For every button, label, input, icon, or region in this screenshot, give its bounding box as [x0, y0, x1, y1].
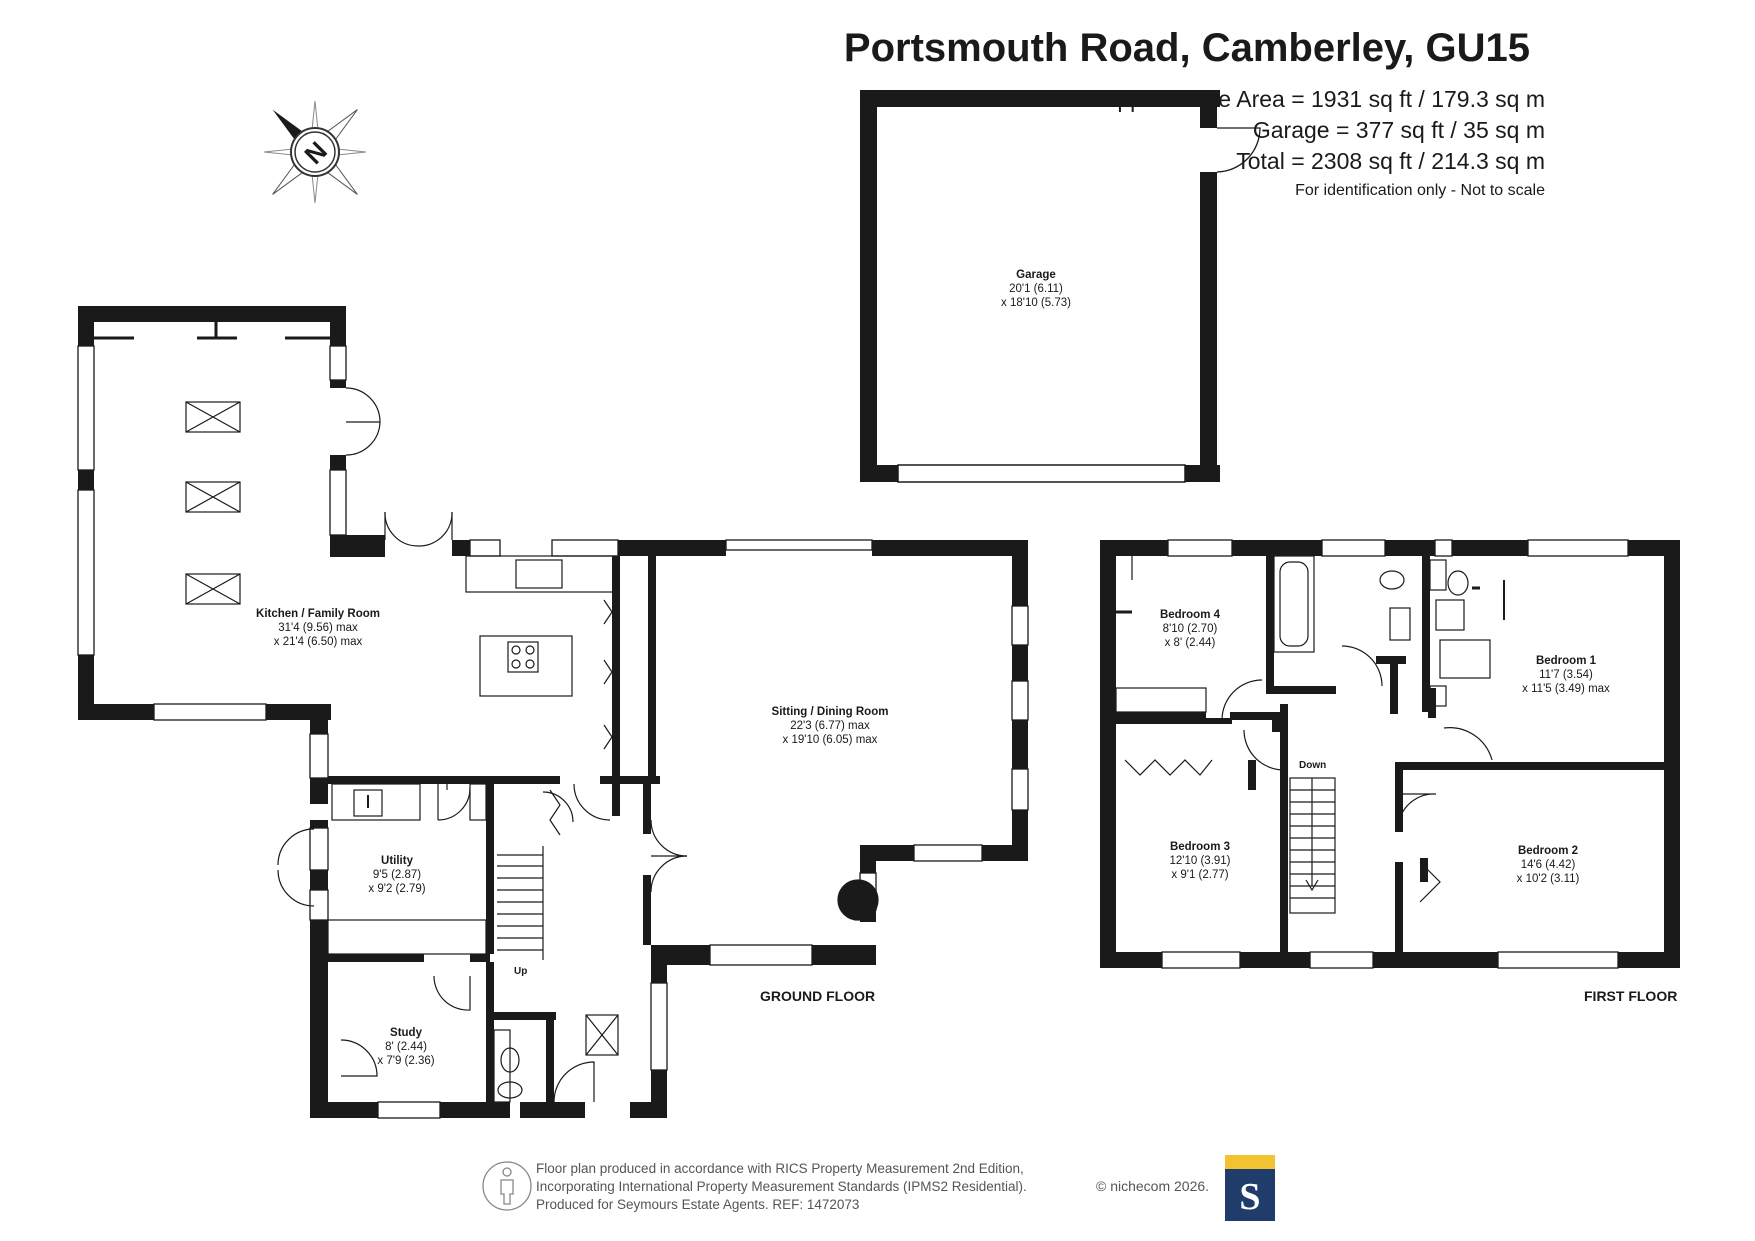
room-name: Bedroom 4	[1159, 609, 1221, 621]
disclaimer: For identification only - Not to scale	[1295, 182, 1545, 199]
room-dimension: x 8' (2.44)	[1164, 637, 1216, 649]
room-name: Bedroom 1	[1535, 655, 1597, 667]
footer-line: Produced for Seymours Estate Agents. REF…	[536, 1197, 860, 1212]
room-dimension: 22'3 (6.77) max	[790, 720, 870, 732]
total-area: Total = 2308 sq ft / 214.3 sq m	[1236, 148, 1545, 174]
ground-floor-other-fittings	[277, 776, 619, 1103]
room-label-bedroom-3: Bedroom 3 12'10 (3.91) x 9'1 (2.77)	[1169, 840, 1230, 882]
room-label-kitchen: Kitchen / Family Room 31'4 (9.56) max x …	[256, 607, 380, 649]
room-name: Study	[390, 1027, 422, 1039]
room-dimension: 8' (2.44)	[385, 1041, 427, 1053]
room-name: Sitting / Dining Room	[771, 706, 889, 718]
room-dimension: x 9'1 (2.77)	[1171, 869, 1229, 881]
garage-area: Garage = 377 sq ft / 35 sq m	[1252, 117, 1545, 143]
room-name: Bedroom 2	[1517, 845, 1579, 857]
room-label-study: Study 8' (2.44) x 7'9 (2.36)	[377, 1026, 434, 1068]
ground-floor-label: GROUND FLOOR	[760, 988, 876, 1004]
first-floor-fittings	[1115, 555, 1505, 914]
kitchen-fittings	[94, 322, 617, 750]
footer-line: Floor plan produced in accordance with R…	[536, 1161, 1024, 1176]
footer-notes: Floor plan produced in accordance with R…	[536, 1160, 1027, 1214]
nichecom-brand: © nichecom 2026.	[1096, 1178, 1210, 1194]
seymours-logo: S	[1225, 1155, 1275, 1221]
stairs-down-label: Down	[1299, 760, 1327, 771]
room-dimension: 11'7 (3.54)	[1539, 669, 1593, 681]
room-dimension: x 10'2 (3.11)	[1516, 873, 1580, 885]
ground-floor-walls	[78, 306, 1028, 1118]
logo-letter: S	[1239, 1176, 1260, 1218]
stairs-up-label: Up	[514, 966, 528, 977]
room-dimension: x 7'9 (2.36)	[377, 1055, 435, 1067]
room-dimension: x 18'10 (5.73)	[1001, 297, 1071, 309]
room-dimension: x 19'10 (6.05) max	[782, 734, 878, 746]
first-floor-label: FIRST FLOOR	[1584, 988, 1678, 1004]
room-label-utility: Utility 9'5 (2.87) x 9'2 (2.79)	[368, 854, 425, 896]
room-name: Utility	[381, 855, 413, 867]
room-dimension: 20'1 (6.11)	[1009, 283, 1063, 295]
room-name: Bedroom 3	[1169, 841, 1231, 853]
person-icon	[482, 1161, 532, 1211]
room-dimension: x 21'4 (6.50) max	[273, 636, 363, 648]
room-dimension: 8'10 (2.70)	[1162, 623, 1218, 635]
page-title: Portsmouth Road, Camberley, GU15	[843, 26, 1530, 70]
ground-floor-windows	[77, 345, 1029, 1119]
footer-line: Incorporating International Property Mea…	[536, 1179, 1027, 1194]
room-dimension: 31'4 (9.56) max	[278, 622, 358, 634]
room-label-sitting-dining: Sitting / Dining Room 22'3 (6.77) max x …	[772, 705, 889, 747]
room-name: Garage	[1016, 269, 1056, 281]
area-summary: Approximate Area = 1931 sq ft / 179.3 sq…	[1102, 84, 1545, 177]
compass-icon	[264, 101, 366, 203]
room-dimension: 9'5 (2.87)	[372, 869, 422, 881]
first-floor-walls	[1100, 540, 1680, 968]
room-dimension: x 9'2 (2.79)	[368, 883, 426, 895]
room-dimension: 14'6 (4.42)	[1520, 859, 1576, 871]
room-dimension: x 11'5 (3.49) max	[1522, 683, 1610, 695]
room-label-bedroom-2: Bedroom 2 14'6 (4.42) x 10'2 (3.11)	[1517, 844, 1580, 886]
approximate-area: Approximate Area = 1931 sq ft / 179.3 sq…	[1101, 86, 1545, 112]
room-label-bedroom-1: Bedroom 1 11'7 (3.54) x 11'5 (3.49) max	[1522, 654, 1610, 696]
room-name: Kitchen / Family Room	[256, 608, 380, 620]
room-label-bedroom-4: Bedroom 4 8'10 (2.70) x 8' (2.44)	[1160, 608, 1220, 650]
first-floor-windows	[1161, 539, 1629, 969]
room-label-garage: Garage 20'1 (6.11) x 18'10 (5.73)	[1001, 268, 1071, 310]
garage-walls	[860, 90, 1220, 482]
sitting-room-fittings	[573, 783, 879, 921]
room-dimension: 12'10 (3.91)	[1169, 855, 1231, 867]
